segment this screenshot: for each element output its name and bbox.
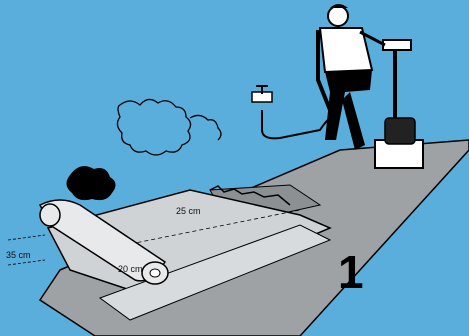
wet-saw-machine-icon	[375, 40, 423, 168]
step-number: 1	[338, 246, 364, 298]
dust-cloud-icon	[117, 99, 221, 155]
water-hose-icon	[262, 110, 336, 140]
water-faucet-icon	[252, 86, 272, 102]
worker-figure-icon	[318, 4, 385, 150]
label-overlap: 35 cm	[6, 250, 31, 260]
label-strip-width: 25 cm	[176, 206, 201, 216]
label-roll-width: 20 cm	[118, 264, 143, 274]
dust-clump	[66, 166, 115, 200]
